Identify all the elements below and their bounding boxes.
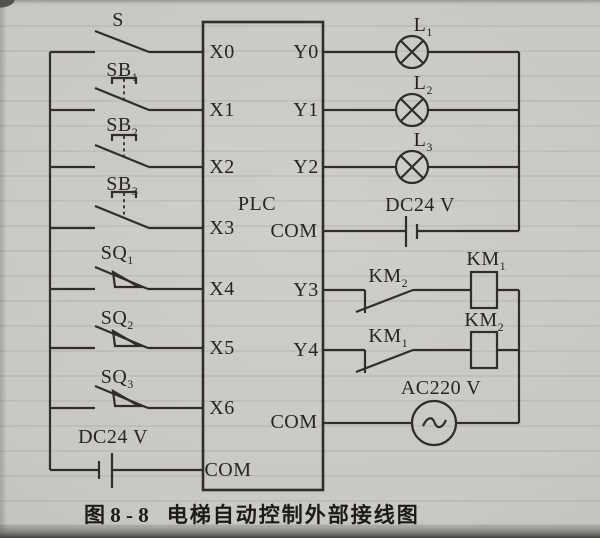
plc-pin-y2: Y2 bbox=[293, 156, 319, 178]
pushbutton-sb3-symbol bbox=[50, 190, 203, 230]
limit-switch-sq3-label: SQ3 bbox=[100, 366, 134, 390]
nc-contact-km1-symbol bbox=[323, 348, 471, 374]
limit-switch-sq1-label: SQ1 bbox=[100, 242, 134, 266]
limit-switch-sq2-label: SQ2 bbox=[100, 307, 134, 331]
plc-pin-x0: X0 bbox=[209, 41, 235, 63]
label-sub: 3 bbox=[426, 140, 433, 154]
label-base: KM bbox=[368, 325, 402, 347]
limit-switch-sq3-symbol bbox=[50, 384, 203, 410]
lamp-l1-symbol bbox=[323, 34, 519, 70]
figure-caption: 图 8 - 8 电梯自动控制外部接线图 bbox=[84, 499, 420, 529]
label-sub: 1 bbox=[401, 336, 408, 350]
coil-km1-label: KM1 bbox=[466, 248, 505, 272]
label-sub: 2 bbox=[401, 276, 408, 290]
lamp-l2-symbol bbox=[323, 92, 519, 128]
plc-pin-x4: X4 bbox=[209, 278, 235, 300]
figure-title: 电梯自动控制外部接线图 bbox=[166, 503, 420, 527]
coil-km2-label: KM2 bbox=[464, 309, 503, 333]
battery-dc-output-symbol bbox=[323, 216, 519, 247]
label-base: L bbox=[413, 72, 427, 94]
coil-km2-symbol bbox=[469, 330, 519, 370]
label-base: L bbox=[413, 129, 427, 151]
label-sub: 1 bbox=[127, 253, 134, 267]
coil-km1-symbol bbox=[469, 270, 519, 310]
lamp-l2-label: L2 bbox=[413, 72, 433, 96]
label-base: SB bbox=[106, 173, 132, 195]
label-sub: 1 bbox=[426, 25, 433, 39]
label-sub: 2 bbox=[497, 320, 504, 334]
plc-pin-x2: X2 bbox=[209, 156, 235, 178]
plc-pin-y3: Y3 bbox=[293, 279, 319, 301]
plc-box bbox=[201, 20, 325, 492]
pushbutton-sb2-symbol bbox=[50, 133, 203, 169]
ac-source-symbol bbox=[323, 399, 519, 447]
pushbutton-sb1-label: SB1 bbox=[106, 59, 137, 83]
battery-dc-input-symbol bbox=[50, 453, 203, 488]
label-sub: 2 bbox=[127, 318, 134, 332]
label-sub: 2 bbox=[426, 83, 433, 97]
label-base: L bbox=[413, 14, 427, 36]
nc-contact-km1-label: KM1 bbox=[368, 325, 407, 349]
limit-switch-sq2-symbol bbox=[50, 324, 203, 350]
plc-pin-x5: X5 bbox=[209, 337, 235, 359]
label-sub: 3 bbox=[127, 377, 134, 391]
lamp-l3-label: L3 bbox=[413, 129, 433, 153]
plc-pin-x3: X3 bbox=[209, 217, 235, 239]
lamp-l1-label: L1 bbox=[413, 14, 433, 38]
plc-pin-y4: Y4 bbox=[293, 339, 319, 361]
plc-pin-y1: Y1 bbox=[293, 99, 319, 121]
lamp-l3-symbol bbox=[323, 149, 519, 185]
figure-number: 图 8 - 8 bbox=[84, 503, 149, 527]
switch-s-label: S bbox=[112, 9, 124, 31]
label-base: SQ bbox=[100, 242, 128, 264]
limit-switch-sq1-symbol bbox=[50, 265, 203, 291]
plc-pin-com-ac: COM bbox=[270, 411, 318, 433]
switch-s-symbol bbox=[50, 29, 203, 54]
ac-power-label: AC220 V bbox=[400, 377, 482, 399]
nc-contact-km2-label: KM2 bbox=[368, 265, 407, 289]
label-base: KM bbox=[368, 265, 402, 287]
label-sub: 1 bbox=[131, 70, 138, 84]
label-base: KM bbox=[464, 309, 498, 331]
plc-title: PLC bbox=[237, 193, 277, 215]
pushbutton-sb2-label: SB2 bbox=[106, 114, 137, 138]
plc-pin-com-left: COM bbox=[204, 459, 252, 481]
label-sub: 1 bbox=[499, 259, 506, 273]
pushbutton-sb1-symbol bbox=[50, 76, 203, 112]
label-base: KM bbox=[466, 248, 500, 270]
nc-contact-km2-symbol bbox=[323, 288, 471, 314]
plc-pin-y0: Y0 bbox=[293, 41, 319, 63]
label-base: SQ bbox=[100, 366, 128, 388]
dc-input-power-label: DC24 V bbox=[78, 426, 148, 448]
label-base: SB bbox=[106, 59, 132, 81]
plc-pin-x1: X1 bbox=[209, 99, 235, 121]
plc-pin-com-dc: COM bbox=[270, 220, 318, 242]
pushbutton-sb3-label: SB3 bbox=[106, 173, 137, 197]
label-base: SB bbox=[106, 114, 132, 136]
plc-pin-x6: X6 bbox=[209, 397, 235, 419]
dc-output-power-label: DC24 V bbox=[385, 194, 455, 216]
label-base: SQ bbox=[100, 307, 128, 329]
label-sub: 2 bbox=[131, 125, 138, 139]
label-sub: 3 bbox=[131, 184, 138, 198]
